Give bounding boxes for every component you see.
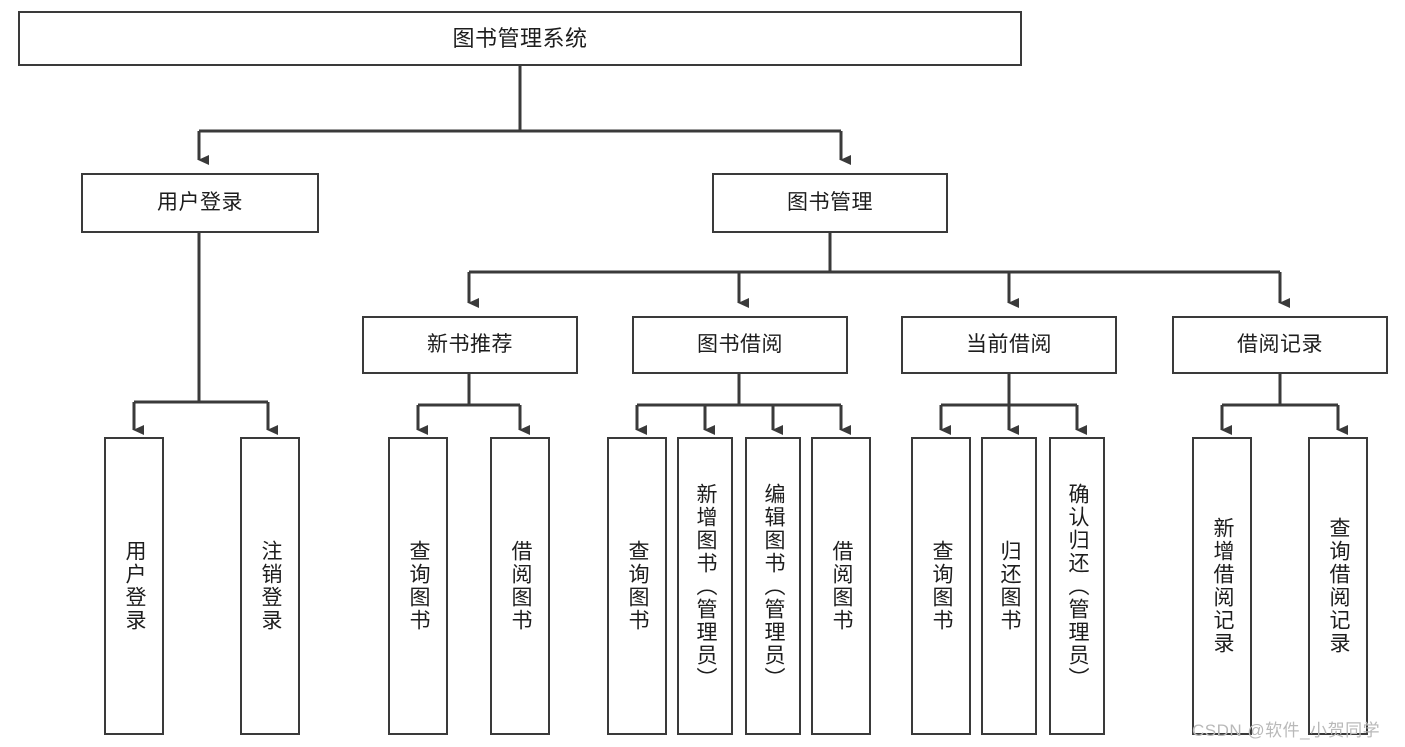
leaf-query-book-recommend[interactable]: 查询图书 (388, 437, 448, 735)
node-borrow-record[interactable]: 借阅记录 (1172, 316, 1388, 374)
node-label: 借阅图书 (509, 540, 533, 632)
node-label: 查询借阅记录 (1327, 517, 1351, 655)
node-label: 当前借阅 (966, 332, 1052, 356)
node-label: 借阅记录 (1237, 332, 1323, 356)
leaf-add-borrow-record[interactable]: 新增借阅记录 (1192, 437, 1252, 735)
leaf-borrow-book[interactable]: 借阅图书 (811, 437, 871, 735)
node-new-book-recommend[interactable]: 新书推荐 (362, 316, 578, 374)
node-label: 归还图书 (998, 540, 1022, 632)
node-label: 图书管理 (787, 190, 873, 214)
node-label: 用户登录 (123, 540, 147, 632)
node-book-borrow[interactable]: 图书借阅 (632, 316, 848, 374)
node-label: 借阅图书 (830, 540, 854, 632)
leaf-add-book[interactable]: 新增图书（管理员） (677, 437, 733, 735)
leaf-borrow-book-recommend[interactable]: 借阅图书 (490, 437, 550, 735)
node-label: 查询图书 (626, 540, 650, 632)
leaf-confirm-return[interactable]: 确认归还（管理员） (1049, 437, 1105, 735)
node-label: 用户登录 (157, 190, 243, 214)
leaf-return-book[interactable]: 归还图书 (981, 437, 1037, 735)
node-label: 新书推荐 (427, 332, 513, 356)
node-book-manage[interactable]: 图书管理 (712, 173, 948, 233)
node-label: 新增图书（管理员） (694, 482, 718, 690)
leaf-logout-login[interactable]: 注销登录 (240, 437, 300, 735)
leaf-query-book-borrow[interactable]: 查询图书 (607, 437, 667, 735)
leaf-query-borrow-record[interactable]: 查询借阅记录 (1308, 437, 1368, 735)
node-label: 查询图书 (407, 540, 431, 632)
leaf-edit-book[interactable]: 编辑图书（管理员） (745, 437, 801, 735)
node-label: 图书借阅 (697, 332, 783, 356)
node-label: 注销登录 (259, 540, 283, 632)
node-label: 图书管理系统 (452, 25, 588, 51)
node-user-login[interactable]: 用户登录 (81, 173, 319, 233)
node-root-book-management-system[interactable]: 图书管理系统 (18, 11, 1022, 66)
node-current-borrow[interactable]: 当前借阅 (901, 316, 1117, 374)
connector-lines (132, 66, 1348, 435)
node-label: 确认归还（管理员） (1066, 482, 1090, 690)
leaf-user-login[interactable]: 用户登录 (104, 437, 164, 735)
node-label: 新增借阅记录 (1211, 517, 1235, 655)
node-label: 编辑图书（管理员） (762, 482, 786, 690)
leaf-query-book-current[interactable]: 查询图书 (911, 437, 971, 735)
node-label: 查询图书 (930, 540, 954, 632)
